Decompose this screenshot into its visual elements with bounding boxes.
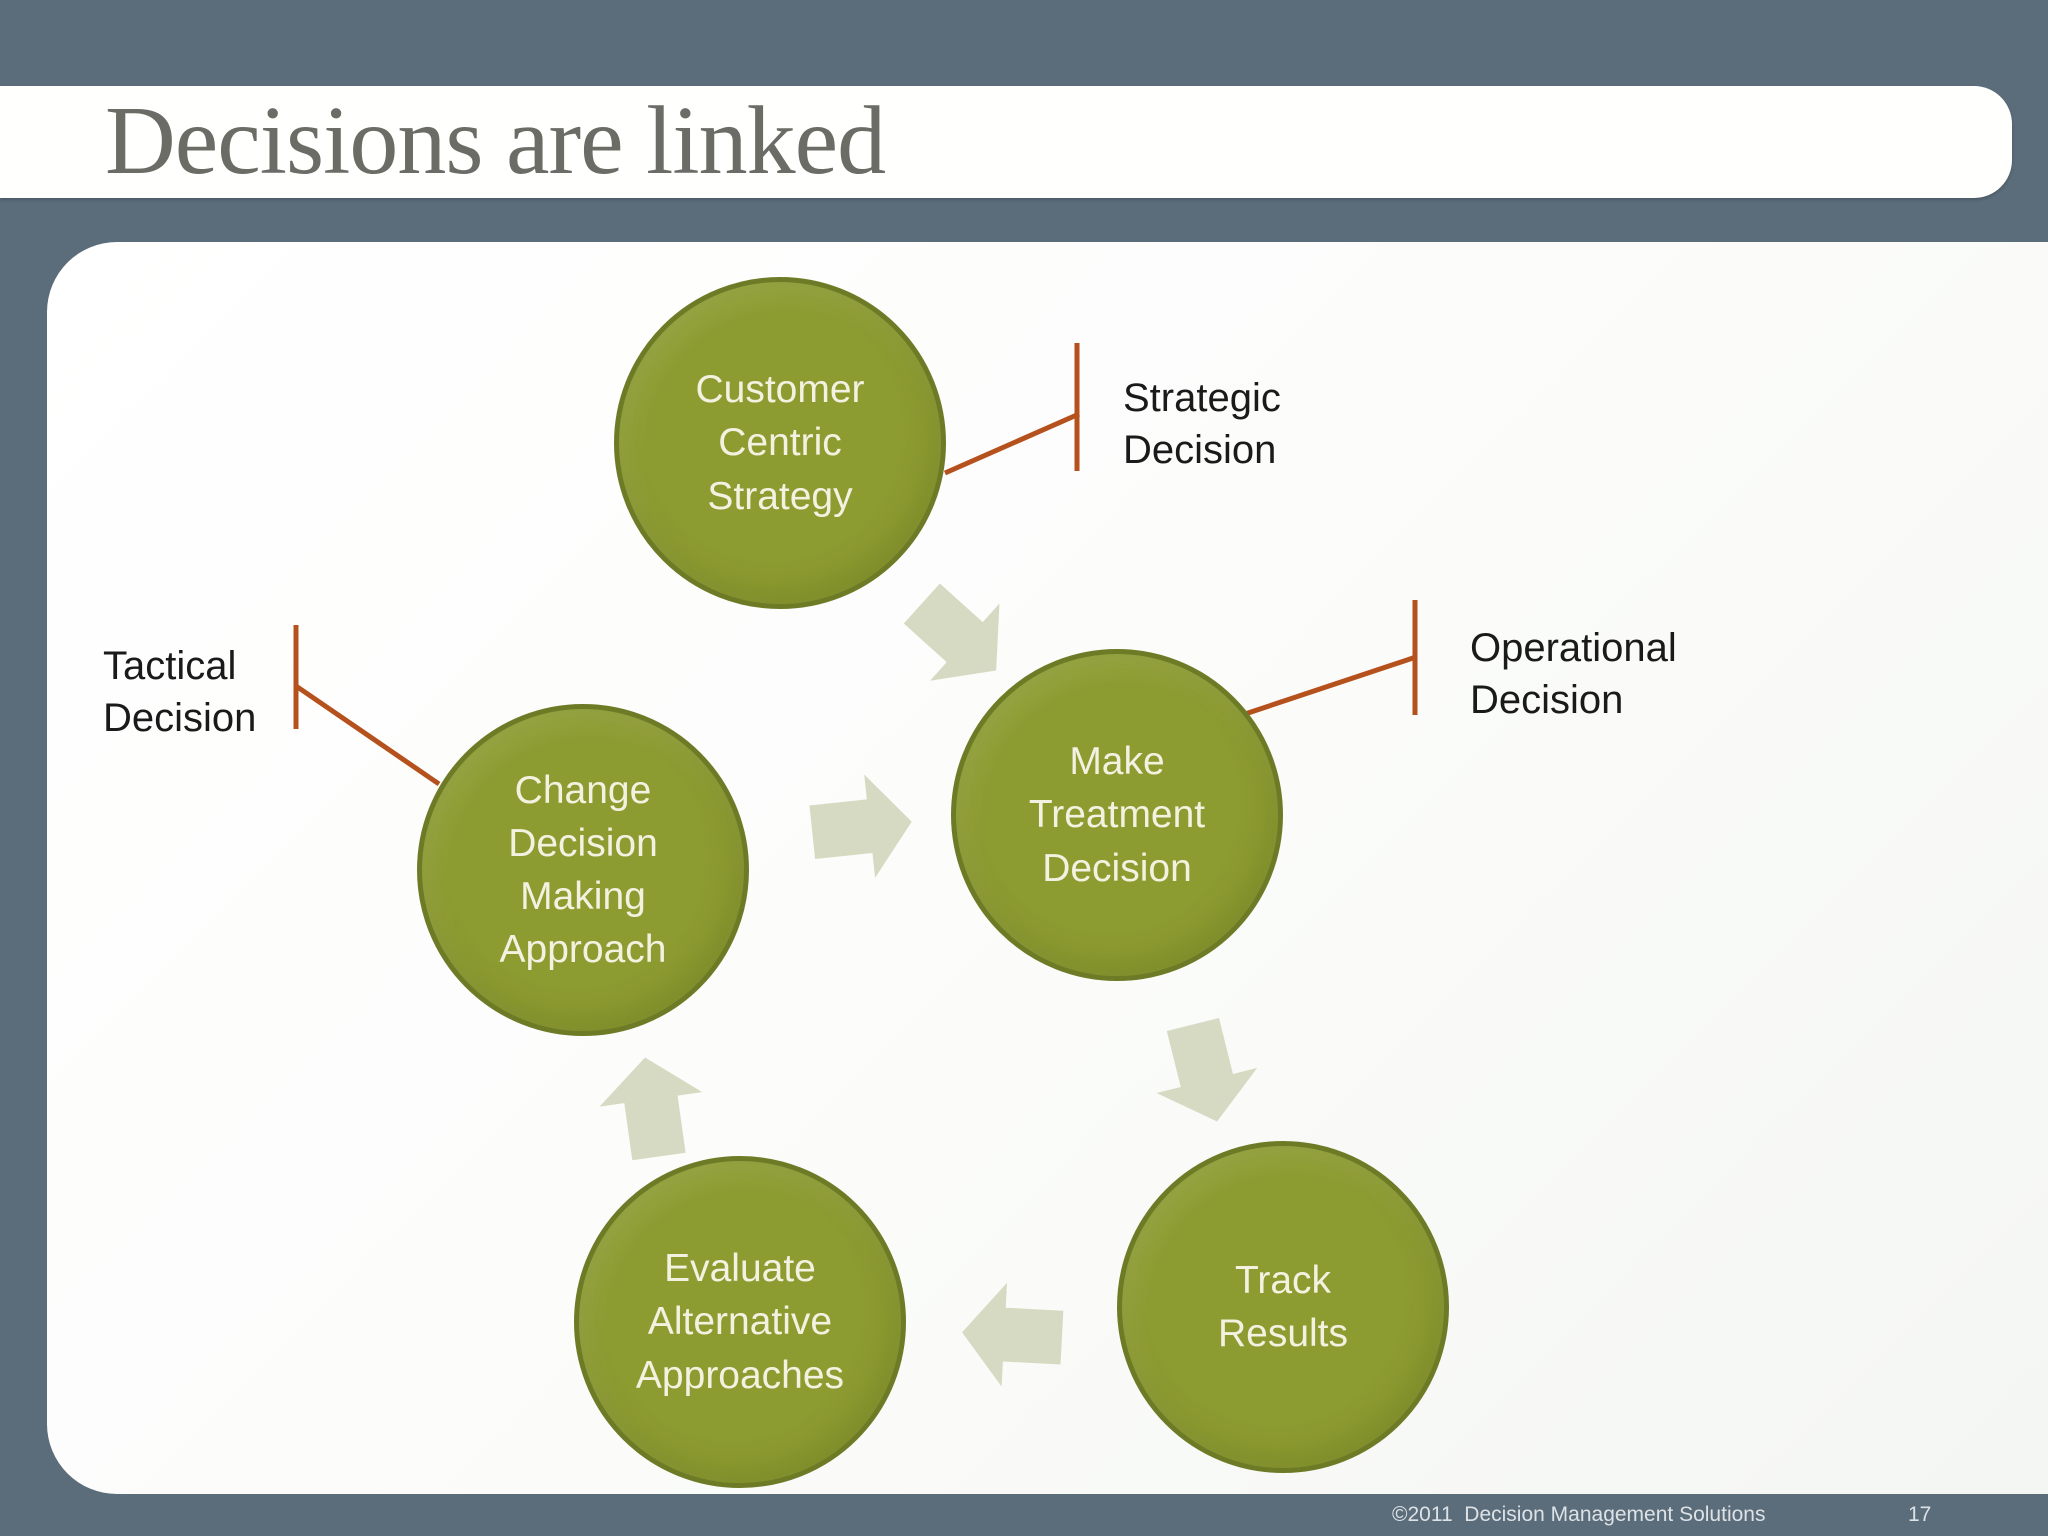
node-customer-centric-strategy: Customer Centric Strategy [614, 277, 946, 609]
callout-label-operational: Operational Decision [1470, 626, 1677, 722]
footer-page-number: 17 [1908, 1503, 1932, 1526]
node-track-results: Track Results [1117, 1141, 1449, 1473]
callout-line-tactical [294, 683, 441, 787]
arrow-strategy-to-treatment-icon [903, 583, 1000, 681]
arrow-treatment-to-track-icon [1156, 1017, 1258, 1122]
node-make-treatment-decision: Make Treatment Decision [951, 649, 1283, 981]
callout-line-operational [1244, 654, 1417, 717]
node-label: Evaluate Alternative Approaches [635, 1247, 845, 1397]
node-label: Customer Centric Strategy [695, 368, 865, 518]
arrow-track-to-evaluate-icon [962, 1282, 1064, 1387]
arrow-evaluate-to-change-icon [599, 1057, 703, 1161]
node-evaluate-alternative-approaches: Evaluate Alternative Approaches [574, 1156, 906, 1488]
footer-copyright: ©2011 Decision Management Solutions [1392, 1503, 1766, 1526]
node-label: Track Results [1217, 1258, 1349, 1355]
node-label: Change Decision Making Approach [499, 768, 667, 972]
callout-label-tactical: Tactical Decision [103, 644, 257, 740]
node-change-decision-making-approach: Change Decision Making Approach [417, 704, 749, 1036]
title-bar: Decisions are linked [0, 86, 2012, 198]
node-label: Make Treatment Decision [1028, 740, 1206, 890]
callout-line-strategic [943, 411, 1081, 476]
callout-label-strategic: Strategic Decision [1123, 376, 1281, 472]
arrow-change-to-treatment-icon [809, 774, 912, 878]
slide-title: Decisions are linked [105, 87, 886, 195]
